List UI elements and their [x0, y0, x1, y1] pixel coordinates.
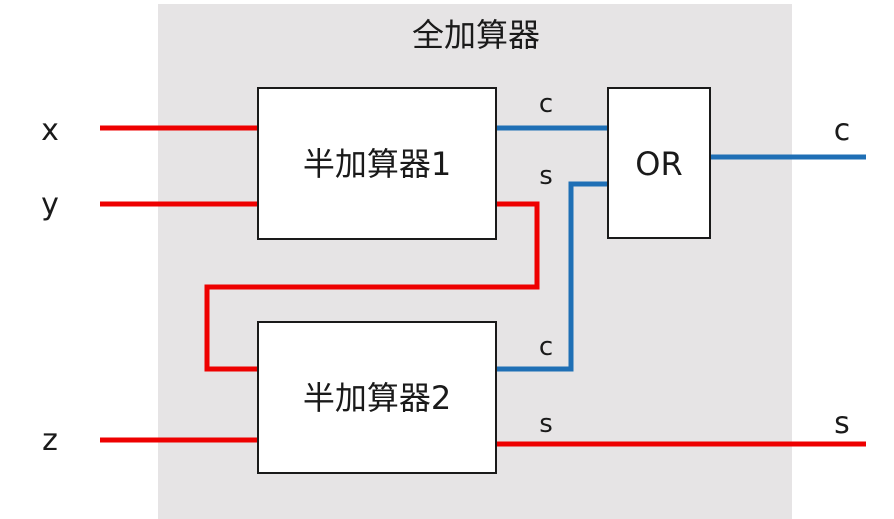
- full-adder-title: 全加算器: [412, 16, 540, 54]
- output-s-label: s: [834, 406, 850, 441]
- half-adder-1-block: [257, 87, 497, 240]
- output-c-label: c: [834, 113, 851, 148]
- ha1-c-port-label: c: [539, 89, 553, 119]
- half-adder-2-block: [257, 321, 497, 474]
- half-adder-1-label: 半加算器1: [303, 145, 451, 183]
- ha2-c-port-label: c: [539, 332, 553, 362]
- wire-ha1-s-to-ha2: [204, 201, 540, 372]
- ha1-s-port-label: s: [539, 161, 553, 191]
- input-x-label: x: [41, 113, 59, 148]
- or-gate-label: OR: [635, 145, 682, 183]
- wire-ha2-c-to-or: [496, 181, 608, 372]
- input-z-label: z: [42, 423, 58, 458]
- half-adder-2-label: 半加算器2: [303, 379, 451, 417]
- ha2-s-port-label: s: [539, 409, 553, 439]
- or-gate-block: [607, 87, 711, 239]
- input-y-label: y: [41, 187, 59, 222]
